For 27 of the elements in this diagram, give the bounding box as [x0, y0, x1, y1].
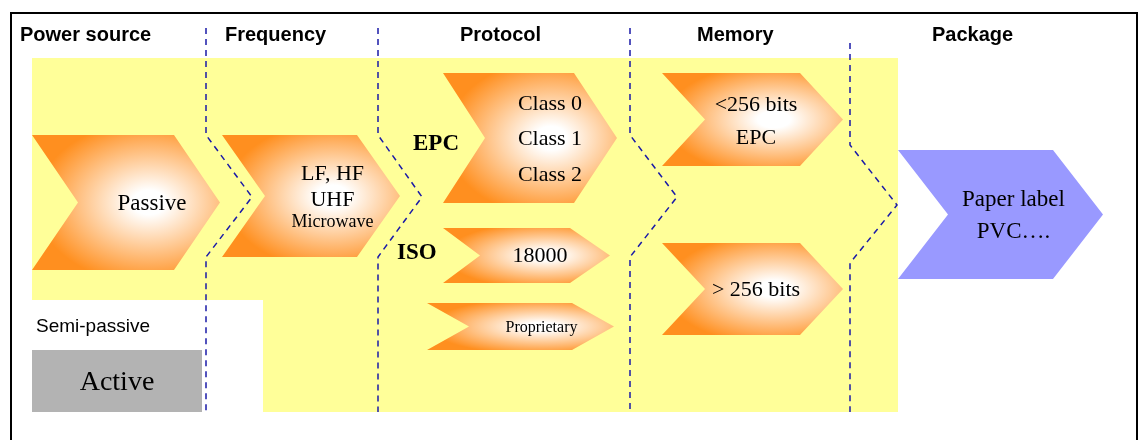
chevron-shape [662, 73, 843, 166]
category-box [32, 350, 202, 412]
shape-text: Microwave [291, 210, 374, 232]
chevron-shape [32, 135, 220, 270]
category-label: Semi-passive [36, 316, 151, 335]
chevron-shape [662, 243, 843, 335]
column-header: Protocol [460, 24, 542, 44]
shape-text: Class 1 [517, 124, 583, 153]
group-label: EPC [413, 131, 459, 154]
column-header: Frequency [225, 24, 327, 44]
shape-text: Class 0 [517, 89, 583, 118]
group-label: ISO [397, 240, 437, 263]
chevron-shape [898, 150, 1103, 279]
column-header: Power source [20, 24, 152, 44]
shape-text: Passive [117, 188, 187, 217]
shape-text: Active [79, 364, 155, 398]
shape-text: LF, HF UHF [299, 160, 365, 211]
chevron-shape [443, 228, 610, 283]
shape-text: > 256 bits [711, 275, 801, 303]
column-header: Memory [697, 24, 774, 44]
shape-text: Class 2 [517, 159, 583, 188]
shape-text: Paper label PVC…. [961, 185, 1066, 245]
shape-text: 18000 [512, 242, 568, 269]
column-header: Package [932, 24, 1014, 44]
shape-text: <256 bits EPC [713, 89, 799, 151]
chevron-shape [427, 303, 614, 350]
shape-text: Proprietary [505, 316, 578, 337]
